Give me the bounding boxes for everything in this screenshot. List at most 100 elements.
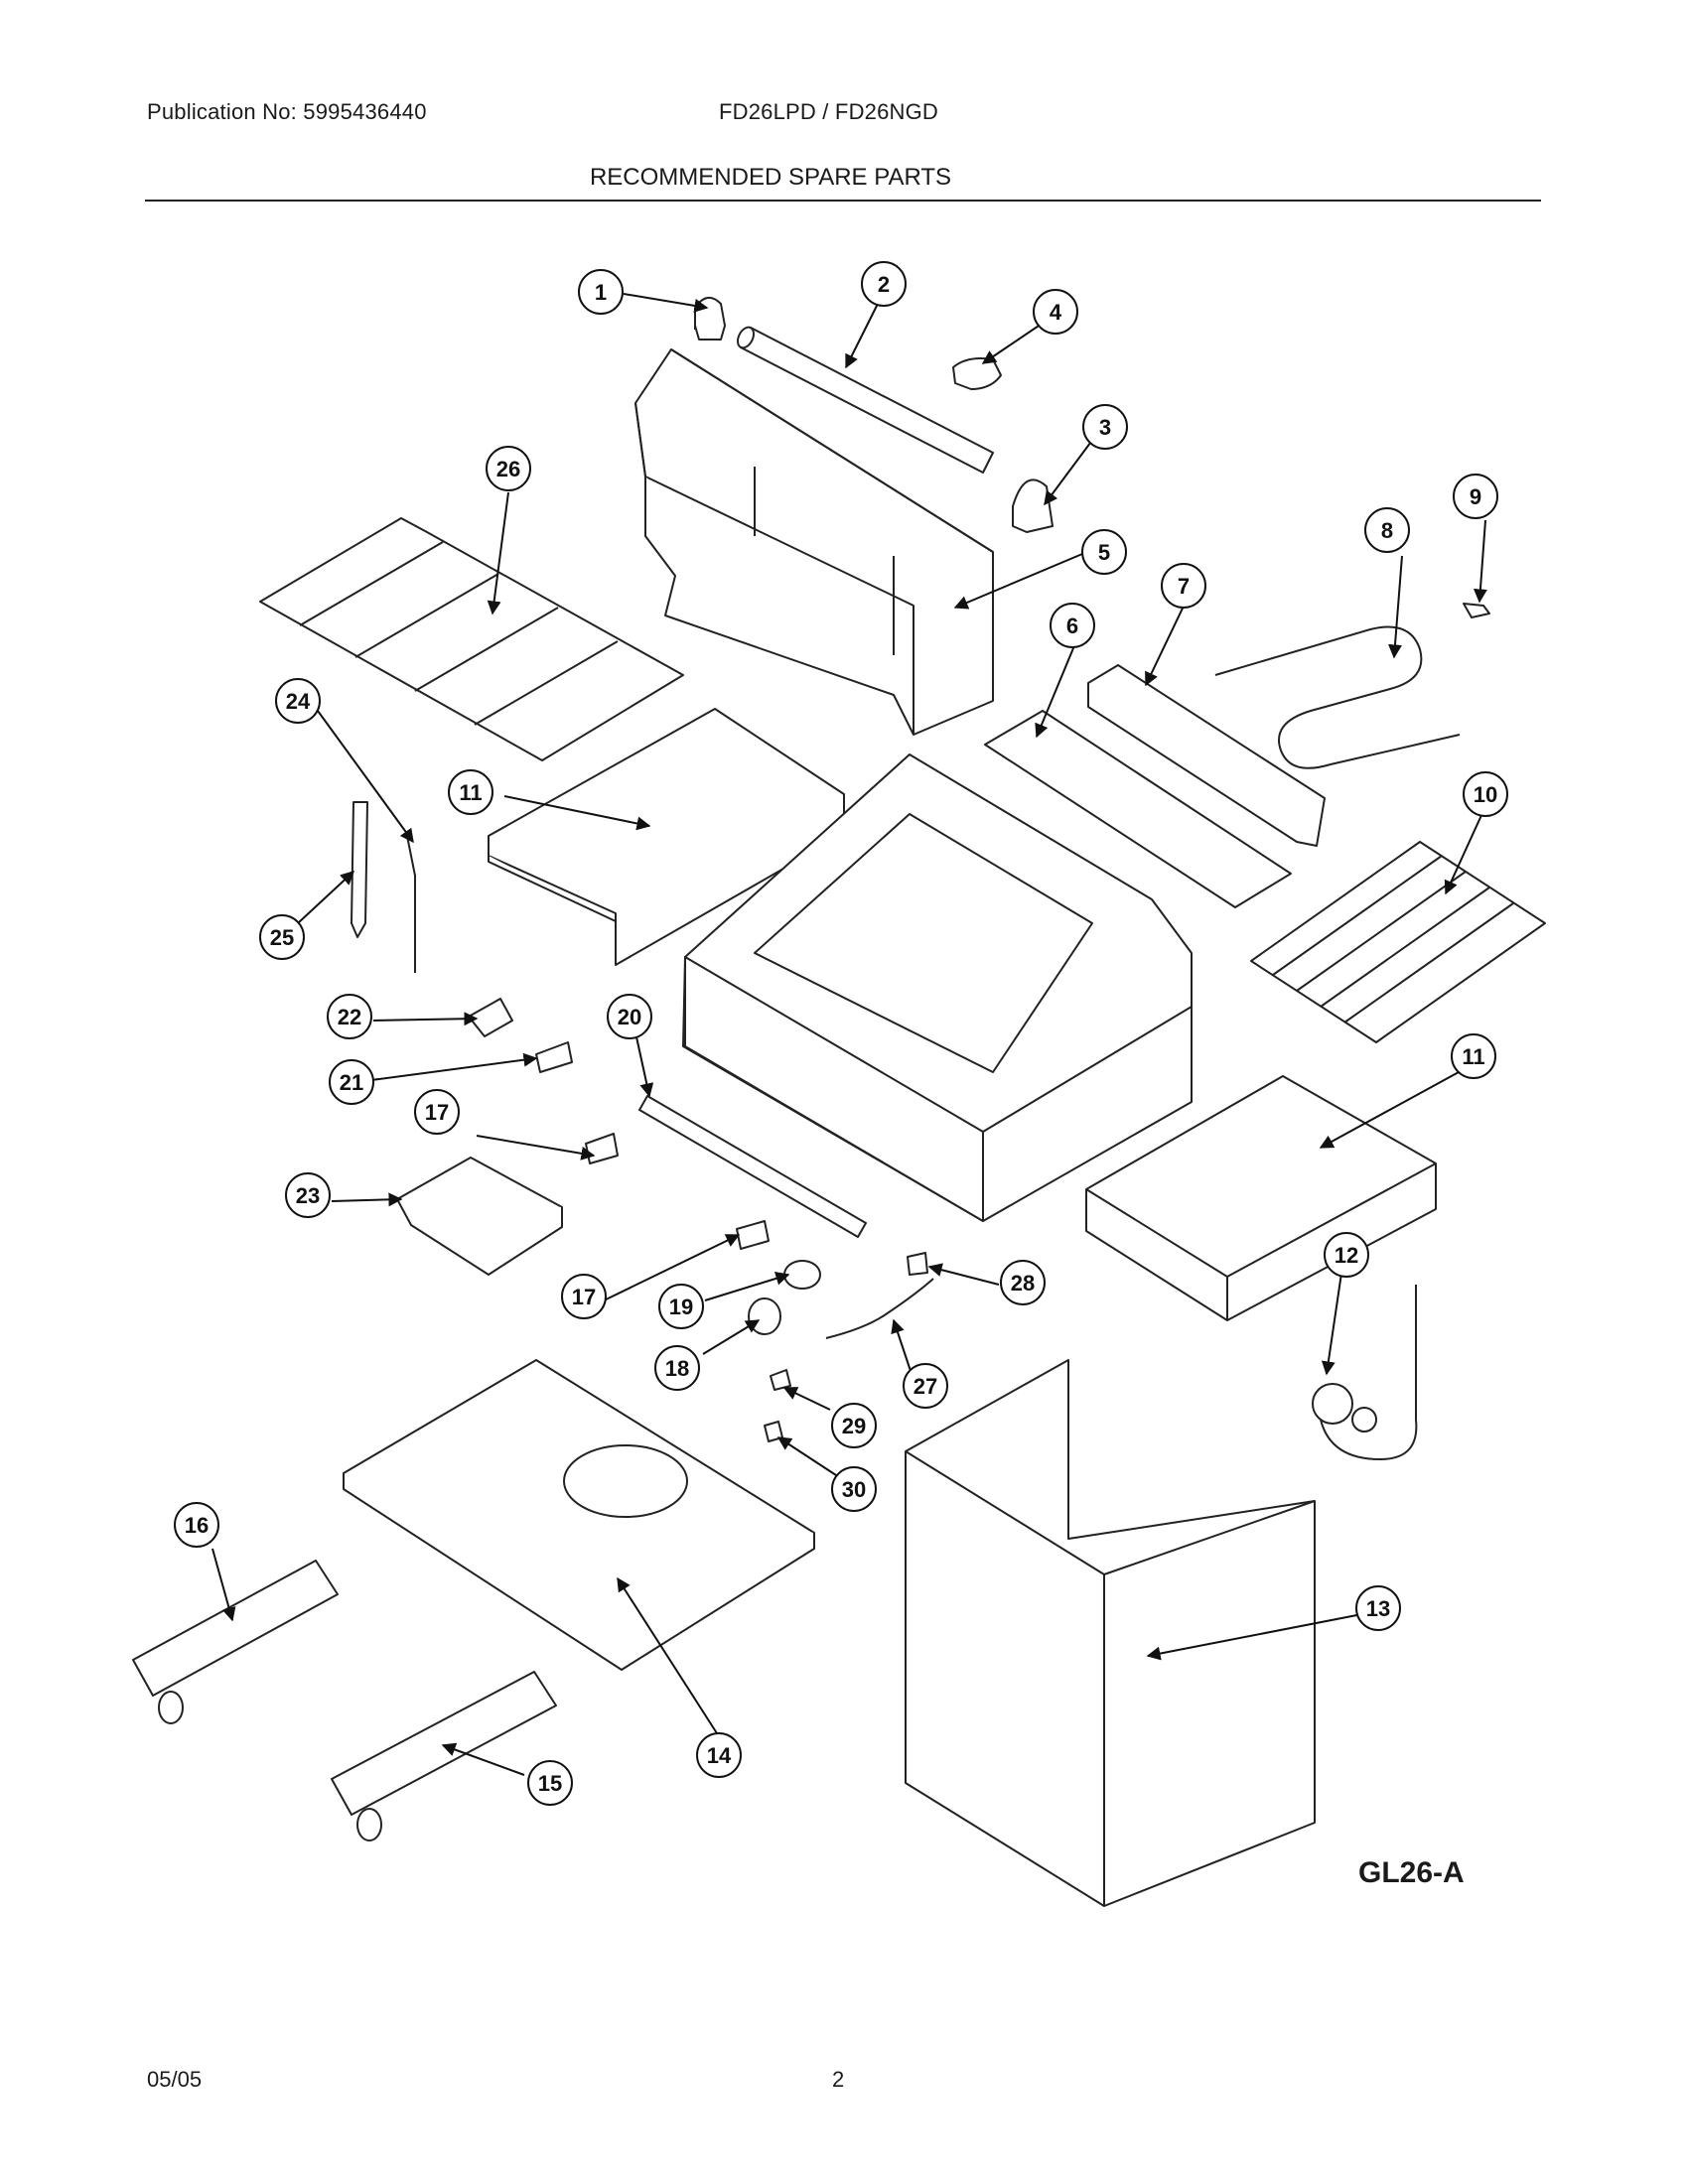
part-16-caster-bracket	[132, 1560, 339, 1724]
svg-text:9: 9	[1470, 484, 1481, 509]
svg-text:24: 24	[286, 689, 311, 714]
part-23-grease-tray	[396, 1157, 563, 1276]
part-10-cooking-grate	[1250, 841, 1546, 1043]
part-7-rear-panel	[1087, 664, 1326, 847]
callout-14: 14	[696, 1732, 742, 1778]
callout-4: 4	[1033, 289, 1078, 335]
callout-6: 6	[1050, 603, 1095, 648]
svg-text:27: 27	[914, 1374, 937, 1399]
callout-17-lower: 17	[561, 1274, 607, 1319]
svg-text:4: 4	[1050, 300, 1062, 325]
leader-lines	[211, 291, 1488, 1776]
callout-29: 29	[831, 1403, 877, 1448]
svg-text:23: 23	[296, 1183, 320, 1208]
svg-text:5: 5	[1098, 540, 1110, 565]
callout-18: 18	[654, 1345, 700, 1391]
svg-text:8: 8	[1381, 518, 1393, 543]
model-numbers: FD26LPD / FD26NGD	[719, 99, 939, 124]
callout-5: 5	[1081, 529, 1127, 575]
page-number: 2	[832, 2067, 845, 2092]
svg-text:11: 11	[459, 780, 482, 805]
callout-9: 9	[1453, 474, 1498, 519]
callout-20: 20	[607, 994, 652, 1039]
callout-7: 7	[1161, 563, 1206, 609]
part-15-caster-bracket	[331, 1671, 557, 1842]
svg-text:25: 25	[270, 925, 294, 950]
callout-11-left: 11	[448, 769, 493, 815]
part-5-lid	[634, 348, 994, 736]
part-22-bracket	[468, 998, 513, 1037]
part-9-clip	[1463, 603, 1490, 618]
callout-10: 10	[1463, 771, 1508, 817]
part-4-logo-badge	[952, 357, 1002, 390]
svg-text:28: 28	[1011, 1271, 1035, 1296]
part-13-cart-cabinet	[905, 1359, 1316, 1907]
part-21-igniter	[535, 1041, 573, 1073]
part-18-control-knob	[748, 1297, 781, 1335]
svg-text:2: 2	[878, 272, 890, 297]
svg-text:12: 12	[1335, 1243, 1358, 1268]
svg-text:26: 26	[496, 457, 520, 481]
svg-text:18: 18	[665, 1356, 689, 1381]
part-17-valve	[585, 1133, 619, 1164]
diagram-code: GL26-A	[1358, 1856, 1465, 1889]
svg-text:30: 30	[842, 1477, 866, 1502]
callout-15: 15	[527, 1760, 573, 1806]
callout-28: 28	[1000, 1260, 1046, 1305]
part-29-elbow	[770, 1369, 791, 1391]
footer-date: 05/05	[147, 2067, 203, 2092]
callout-2: 2	[861, 261, 907, 307]
part-27-wire-harness	[825, 1278, 934, 1339]
callout-27: 27	[903, 1363, 948, 1409]
publication-number: Publication No: 5995436440	[147, 99, 427, 124]
part-28-connector	[907, 1252, 928, 1276]
part-26-heat-shield	[259, 517, 684, 761]
callout-1: 1	[578, 269, 624, 315]
part-25-probe-rod	[351, 801, 368, 938]
callout-19: 19	[658, 1284, 704, 1329]
callout-21: 21	[329, 1059, 374, 1105]
firebox	[682, 753, 1193, 1222]
part-11-side-shelf-right	[1085, 1075, 1437, 1321]
svg-text:3: 3	[1099, 415, 1111, 440]
part-3-handle-bracket	[1012, 478, 1054, 533]
part-11-side-shelf-left	[488, 708, 845, 966]
callout-3: 3	[1082, 404, 1128, 450]
part-17-valve-lower	[736, 1220, 770, 1250]
part-20-valve-manifold	[638, 1095, 867, 1238]
callout-8: 8	[1364, 507, 1410, 553]
part-24-thermocouple-wire	[406, 835, 416, 973]
svg-text:14: 14	[707, 1743, 732, 1768]
svg-text:29: 29	[842, 1414, 866, 1438]
svg-text:19: 19	[669, 1295, 693, 1319]
part-2-handle-bar	[737, 326, 994, 474]
header-rule	[145, 200, 1541, 202]
callout-23: 23	[285, 1172, 331, 1218]
callout-16: 16	[174, 1502, 219, 1548]
svg-text:10: 10	[1474, 782, 1497, 807]
svg-text:7: 7	[1178, 574, 1190, 599]
svg-text:13: 13	[1366, 1596, 1390, 1621]
svg-text:15: 15	[538, 1771, 562, 1796]
svg-text:20: 20	[618, 1005, 641, 1029]
svg-text:17: 17	[425, 1100, 449, 1125]
callout-26: 26	[486, 446, 531, 491]
callout-12: 12	[1324, 1232, 1369, 1278]
svg-text:16: 16	[185, 1513, 209, 1538]
svg-text:11: 11	[1462, 1044, 1484, 1069]
callout-13: 13	[1355, 1585, 1401, 1631]
callout-11-right: 11	[1451, 1033, 1496, 1079]
part-12-regulator-hose	[1312, 1285, 1418, 1460]
callout-30: 30	[831, 1466, 877, 1512]
svg-text:22: 22	[338, 1005, 361, 1029]
part-19-bezel	[783, 1260, 821, 1290]
svg-text:1: 1	[595, 280, 607, 305]
svg-text:17: 17	[572, 1285, 596, 1309]
part-14-bottom-shelf	[343, 1359, 815, 1671]
part-1-handle-bracket	[694, 297, 726, 341]
svg-text:21: 21	[340, 1070, 363, 1095]
callout-24: 24	[275, 678, 321, 724]
callout-25: 25	[259, 914, 305, 960]
section-title: RECOMMENDED SPARE PARTS	[589, 164, 952, 191]
